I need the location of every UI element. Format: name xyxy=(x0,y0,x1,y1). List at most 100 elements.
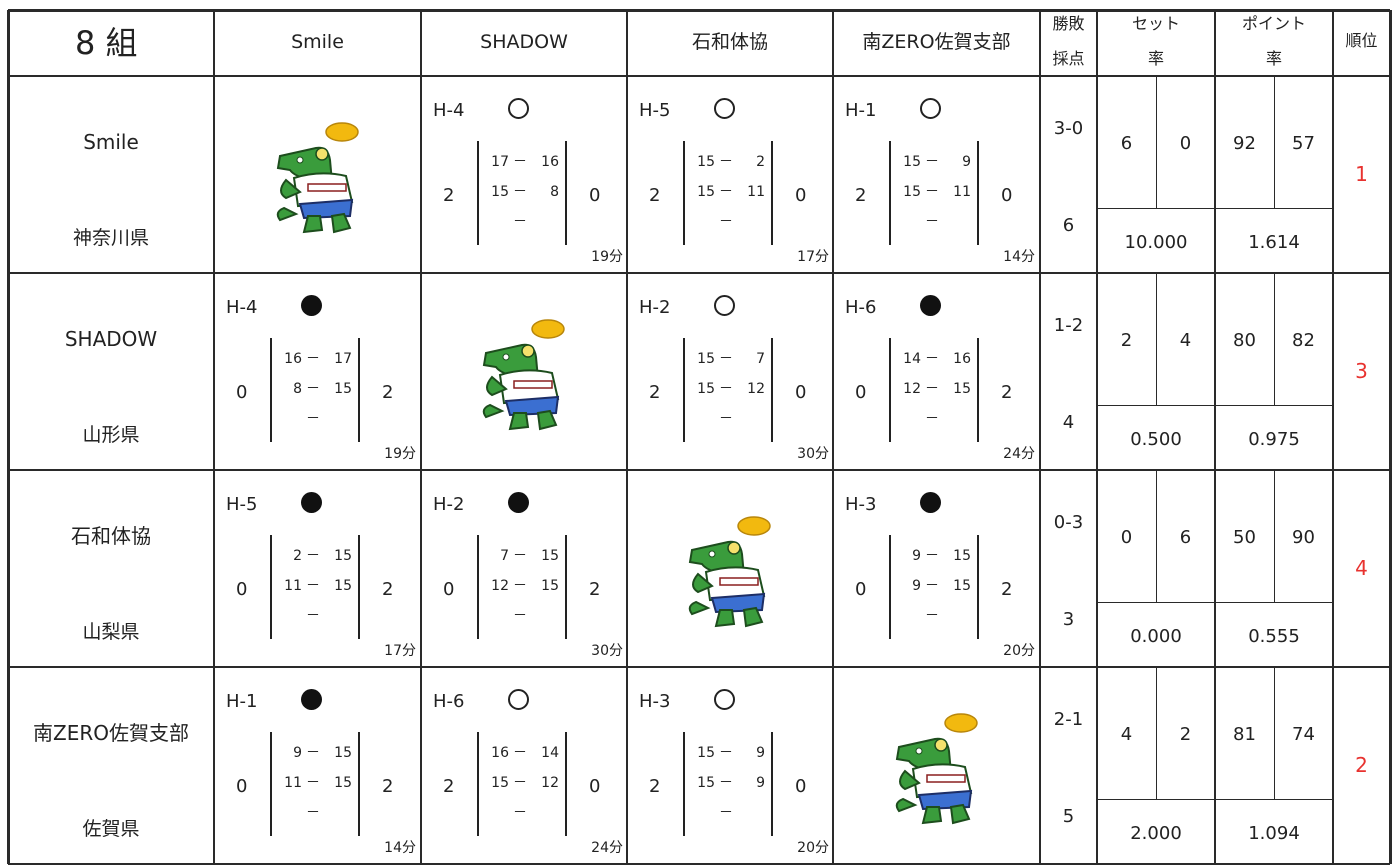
score-bracket-left xyxy=(477,141,479,245)
score-left: 11 xyxy=(284,775,302,791)
score-dash: － xyxy=(719,381,733,397)
sets-won: 0 xyxy=(1120,527,1133,548)
team-name: Smile xyxy=(83,130,139,154)
score-dash: － xyxy=(306,411,320,427)
sets-lost: 2 xyxy=(1179,724,1192,745)
score-bracket-right xyxy=(358,535,360,639)
score-left: 2 xyxy=(293,548,302,564)
sets-won-right: 2 xyxy=(382,382,394,403)
score-right: 15 xyxy=(541,578,559,594)
row-line xyxy=(8,9,1390,12)
score-dash: － xyxy=(306,608,320,624)
match-code: H-4 xyxy=(226,297,258,318)
match-duration: 17分 xyxy=(797,249,829,265)
score-left: 15 xyxy=(697,351,715,367)
column-line xyxy=(1389,10,1392,864)
score-bracket-right xyxy=(977,338,979,442)
score-bracket-left xyxy=(477,535,479,639)
sets-won-left: 2 xyxy=(443,185,455,206)
score-left: 8 xyxy=(293,381,302,397)
team-name: SHADOW xyxy=(64,327,158,351)
score-dash: － xyxy=(719,184,733,200)
column-line xyxy=(1332,10,1334,864)
sets-won-right: 2 xyxy=(382,776,394,797)
header-scoring: 採点 xyxy=(1052,49,1085,68)
score-bracket-left xyxy=(683,732,685,836)
stats-sub-line xyxy=(1156,76,1157,208)
green-mascot-icon xyxy=(476,317,572,433)
sets-won-right: 0 xyxy=(1001,185,1013,206)
score-bracket-left xyxy=(889,338,891,442)
score-dash: － xyxy=(513,214,527,230)
team-prefecture: 佐賀県 xyxy=(82,818,140,840)
score-left: 11 xyxy=(284,578,302,594)
match-code: H-2 xyxy=(433,494,465,515)
score-bracket-right xyxy=(771,141,773,245)
green-mascot-icon xyxy=(682,514,778,630)
score-right: 16 xyxy=(953,351,971,367)
stats-sub-line xyxy=(1156,667,1157,799)
open-circle-icon xyxy=(714,689,735,710)
score-dash: － xyxy=(925,184,939,200)
score-dash: － xyxy=(925,154,939,170)
match-code: H-1 xyxy=(845,100,877,121)
score-right: 15 xyxy=(334,548,352,564)
points-for: 81 xyxy=(1233,724,1256,745)
score-right: 17 xyxy=(334,351,352,367)
score-bracket-right xyxy=(771,732,773,836)
points-against: 90 xyxy=(1292,527,1315,548)
score-bracket-left xyxy=(270,732,272,836)
score-right: 16 xyxy=(541,154,559,170)
column-line xyxy=(626,10,628,864)
score-dash: － xyxy=(719,351,733,367)
filled-circle-icon xyxy=(301,492,322,513)
sets-lost: 6 xyxy=(1179,527,1192,548)
score-dash: － xyxy=(513,548,527,564)
score-left: 15 xyxy=(697,184,715,200)
score-right: 15 xyxy=(334,578,352,594)
score-dash: － xyxy=(306,775,320,791)
team-prefecture: 山形県 xyxy=(82,424,140,446)
score-dash: － xyxy=(513,184,527,200)
score-bracket-left xyxy=(889,141,891,245)
column-line xyxy=(420,10,422,864)
match-duration: 19分 xyxy=(591,249,623,265)
point-ratio: 0.555 xyxy=(1248,626,1300,647)
sets-won-left: 0 xyxy=(236,382,248,403)
score-right: 9 xyxy=(962,154,971,170)
filled-circle-icon xyxy=(920,492,941,513)
score-dash: － xyxy=(306,805,320,821)
score-dash: － xyxy=(925,548,939,564)
sets-lost: 0 xyxy=(1179,133,1192,154)
sets-won-right: 0 xyxy=(795,776,807,797)
set-ratio: 2.000 xyxy=(1130,823,1182,844)
score-left: 15 xyxy=(697,154,715,170)
header-team-3: 石和体協 xyxy=(691,31,768,53)
points-against: 82 xyxy=(1292,330,1315,351)
score-dash: － xyxy=(719,805,733,821)
score-dash: － xyxy=(719,745,733,761)
match-duration: 24分 xyxy=(1003,446,1035,462)
points-for: 50 xyxy=(1233,527,1256,548)
match-duration: 20分 xyxy=(1003,643,1035,659)
sets-won: 6 xyxy=(1120,133,1133,154)
score-right: 15 xyxy=(953,548,971,564)
sets-won-left: 0 xyxy=(236,579,248,600)
score-right: 8 xyxy=(550,184,559,200)
row-line xyxy=(8,272,1390,274)
score-bracket-right xyxy=(977,535,979,639)
score-bracket-right xyxy=(977,141,979,245)
points-against: 74 xyxy=(1292,724,1315,745)
score-bracket-left xyxy=(889,535,891,639)
sets-won-left: 0 xyxy=(236,776,248,797)
score-left: 17 xyxy=(491,154,509,170)
score-bracket-right xyxy=(358,732,360,836)
header-team-2: SHADOW xyxy=(480,31,568,53)
stats-sub-line xyxy=(1274,470,1275,602)
sets-won-right: 0 xyxy=(589,776,601,797)
sets-won-right: 0 xyxy=(795,185,807,206)
score-left: 9 xyxy=(912,548,921,564)
score-bracket-left xyxy=(683,338,685,442)
score-dash: － xyxy=(719,775,733,791)
score-left: 16 xyxy=(284,351,302,367)
